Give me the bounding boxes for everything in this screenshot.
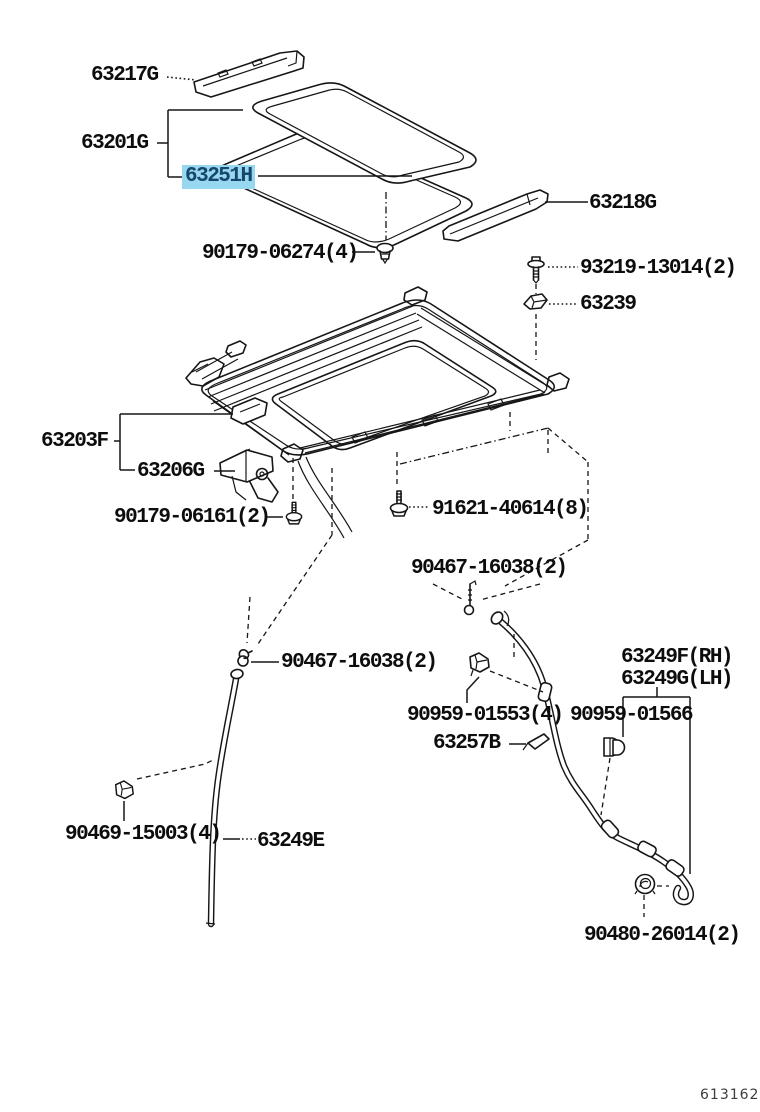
leader-lines-dotted bbox=[166, 76, 578, 840]
drive-gear-drawing bbox=[219, 448, 279, 503]
garnish-strip-drawing bbox=[442, 189, 549, 242]
leader-lines-solid bbox=[114, 109, 691, 874]
clip-90469-drawing bbox=[114, 780, 134, 800]
screw-90179-06161-drawing bbox=[285, 501, 303, 525]
bolt-93219-drawing bbox=[527, 256, 545, 284]
deflector-strip-drawing bbox=[193, 50, 305, 98]
part-label-63201g[interactable]: 63201G bbox=[81, 132, 149, 155]
part-label-63217g[interactable]: 63217G bbox=[91, 64, 159, 87]
part-label-90469-15003[interactable]: 90469-15003(4) bbox=[65, 823, 222, 846]
part-label-90179-06161[interactable]: 90179-06161(2) bbox=[114, 506, 271, 529]
glass-panel-drawing bbox=[252, 82, 477, 184]
part-label-63249g-lh[interactable]: 63249G(LH) bbox=[621, 668, 734, 691]
clamp-90467-front-drawing bbox=[237, 648, 253, 667]
hose-coupling-sleeves bbox=[537, 681, 685, 877]
screw-90179-06274-drawing bbox=[376, 242, 394, 265]
part-label-63249f-rh[interactable]: 63249F(RH) bbox=[621, 646, 734, 669]
part-label-63249e[interactable]: 63249E bbox=[257, 830, 325, 853]
clip-90959-01566-drawing bbox=[603, 737, 626, 757]
part-label-90959-01553[interactable]: 90959-01553(4) bbox=[407, 704, 564, 727]
part-label-90959-01566[interactable]: 90959-01566 bbox=[570, 704, 694, 727]
grommet-90480-drawing bbox=[634, 873, 656, 895]
part-label-63206g[interactable]: 63206G bbox=[137, 460, 205, 483]
part-label-63251h[interactable]: 63251H bbox=[182, 165, 255, 189]
front-drain-hose-drawing bbox=[205, 668, 244, 928]
part-label-63203f[interactable]: 63203F bbox=[41, 430, 109, 453]
part-label-91621-40614[interactable]: 91621-40614(8) bbox=[432, 498, 589, 521]
reference-dashed-lines bbox=[136, 192, 669, 917]
clip-63257b-drawing bbox=[522, 733, 550, 751]
clip-63239-drawing bbox=[523, 293, 548, 310]
part-label-90467-16038-rear[interactable]: 90467-16038(2) bbox=[411, 557, 568, 580]
rear-drain-hose-drawing bbox=[490, 610, 694, 906]
part-label-63257b[interactable]: 63257B bbox=[433, 732, 501, 755]
clamp-90959-01553-drawing bbox=[469, 652, 490, 677]
part-label-90179-06274[interactable]: 90179-06274(4) bbox=[202, 242, 359, 265]
part-label-93219-13014[interactable]: 93219-13014(2) bbox=[580, 257, 737, 280]
pin-90467-rear-drawing bbox=[463, 580, 477, 616]
part-label-90480-26014[interactable]: 90480-26014(2) bbox=[584, 924, 741, 947]
part-label-63218g[interactable]: 63218G bbox=[589, 192, 657, 215]
figure-code: 613162 bbox=[700, 1087, 760, 1103]
part-label-63239[interactable]: 63239 bbox=[580, 293, 637, 316]
part-label-90467-16038-front[interactable]: 90467-16038(2) bbox=[281, 651, 438, 674]
housing-frame-drawing bbox=[185, 286, 570, 539]
screw-91621-drawing bbox=[389, 490, 409, 517]
